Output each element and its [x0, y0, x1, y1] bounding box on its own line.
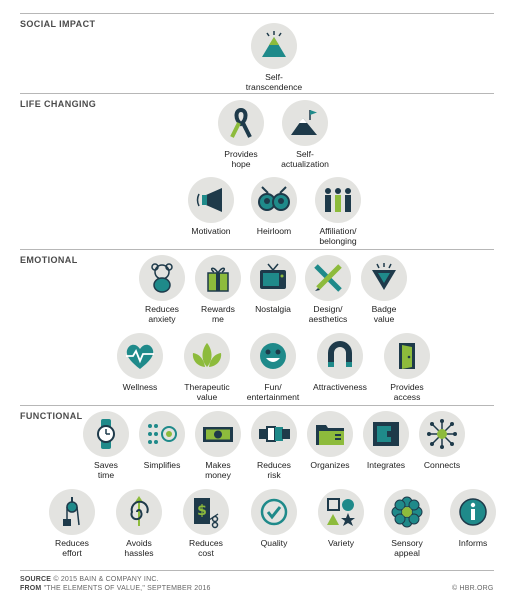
network-nodes-icon [427, 419, 457, 449]
heart-pulse-icon [126, 344, 154, 369]
element-self-actualization: Self- actualization [270, 100, 340, 169]
folder-icon [316, 425, 344, 445]
section-title-life-changing: LIFE CHANGING [20, 99, 97, 109]
ribbon-icon [230, 107, 252, 138]
element-organizes: Organizes [295, 411, 365, 470]
footer-source: SOURCE © 2015 BAIN & COMPANY INC. [20, 576, 159, 583]
element-therapeutic-value: Therapeutic value [172, 333, 242, 402]
divider-life-changing [20, 93, 494, 94]
element-sensory-appeal: Sensory appeal [372, 489, 442, 558]
divider-top [20, 13, 494, 14]
puzzle-square-icon [373, 422, 399, 446]
element-badge-value: Badge value [349, 255, 419, 324]
element-motivation: Motivation [176, 177, 246, 236]
divider-emotional [20, 249, 494, 250]
element-simplifies: Simplifies [127, 411, 197, 470]
footer-credit: © HBR.ORG [452, 585, 494, 592]
smiley-face-icon [260, 343, 286, 369]
door-icon [399, 343, 415, 369]
element-fun-entertainment: Fun/ entertainment [238, 333, 308, 402]
element-saves-time: Saves time [71, 411, 141, 480]
tv-icon [260, 263, 286, 289]
banknote-icon [203, 427, 233, 442]
leaves-icon [192, 343, 222, 367]
pyramid-icon [262, 31, 286, 57]
element-nostalgia: Nostalgia [238, 255, 308, 314]
element-quality: Quality [239, 489, 309, 548]
footer-from: FROM "THE ELEMENTS OF VALUE," SEPTEMBER … [20, 585, 211, 592]
element-design-aesthetics: Design/ aesthetics [293, 255, 363, 324]
element-informs: Informs [438, 489, 508, 548]
mountain-flag-icon [291, 110, 317, 135]
checkmark-icon [260, 498, 288, 526]
dots-target-icon [148, 424, 177, 444]
flower-icon [391, 496, 423, 528]
section-title-emotional: EMOTIONAL [20, 255, 78, 265]
section-title-functional: FUNCTIONAL [20, 411, 83, 421]
element-reduces-anxiety: Reduces anxiety [127, 255, 197, 324]
element-makes-money: Makes money [183, 411, 253, 480]
price-tag-scissors-icon: $ [194, 498, 219, 529]
element-affiliation-belonging: Affiliation/ belonging [303, 177, 373, 246]
group-people-icon [325, 188, 351, 212]
section-title-social-impact: SOCIAL IMPACT [20, 19, 96, 29]
teddy-bear-icon [151, 263, 173, 293]
element-avoids-hassles: Avoids hassles [104, 489, 174, 558]
seatbelt-buckle-icon [259, 426, 290, 442]
svg-text:$: $ [197, 503, 207, 519]
divider-bottom [20, 570, 494, 571]
element-attractiveness: Attractiveness [305, 333, 375, 392]
info-icon [459, 498, 487, 526]
divider-functional [20, 405, 494, 406]
spiral-arrow-icon [130, 496, 149, 526]
element-connects: Connects [407, 411, 477, 470]
megaphone-icon [196, 188, 222, 212]
element-integrates: Integrates [351, 411, 421, 470]
wristwatch-icon [97, 419, 115, 449]
badge-shield-icon [372, 263, 396, 290]
element-provides-hope: Provides hope [206, 100, 276, 169]
element-self-transcendence: Self- transcendence [239, 23, 309, 92]
element-rewards-me: Rewards me [183, 255, 253, 324]
shapes-icon [327, 498, 355, 526]
element-provides-access: Provides access [372, 333, 442, 402]
element-reduces-effort: Reduces effort [37, 489, 107, 558]
magnet-icon [328, 341, 352, 367]
pencil-ruler-icon [314, 264, 342, 292]
gift-box-icon [207, 267, 229, 292]
element-heirloom: Heirloom [239, 177, 309, 236]
element-reduces-risk: Reduces risk [239, 411, 309, 480]
element-reduces-cost: $ Reduces cost [171, 489, 241, 558]
element-variety: Variety [306, 489, 376, 548]
element-wellness: Wellness [105, 333, 175, 392]
locket-icon [258, 186, 290, 211]
pulley-icon [63, 497, 80, 526]
